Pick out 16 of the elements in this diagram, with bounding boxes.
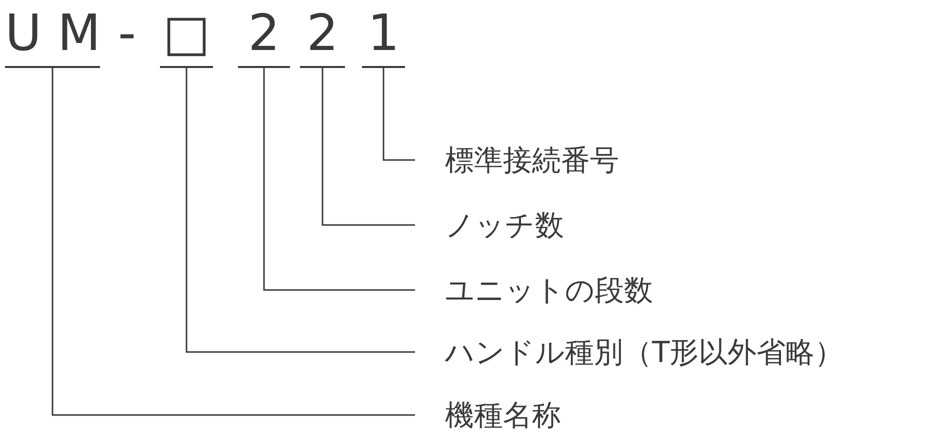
code-hyphen: - — [118, 3, 136, 64]
callout-label: ユニットの段数 — [415, 270, 653, 310]
leader-line — [186, 68, 415, 353]
leader-line — [382, 68, 415, 161]
code-segment: 2 — [238, 0, 290, 68]
code-segment: 1 — [362, 0, 405, 68]
leader-line — [322, 68, 415, 226]
callout-label: 機種名称 — [415, 395, 561, 434]
leader-line — [52, 68, 415, 416]
code-segment: □ — [160, 0, 213, 68]
code-segment: 2 — [300, 0, 345, 68]
callout-label: ノッチ数 — [415, 205, 564, 245]
callout-label: 標準接続番号 — [415, 140, 619, 180]
callout-label: ハンドル種別（T形以外省略） — [415, 332, 844, 372]
leader-line — [263, 68, 415, 291]
code-segment: U M — [5, 0, 100, 68]
